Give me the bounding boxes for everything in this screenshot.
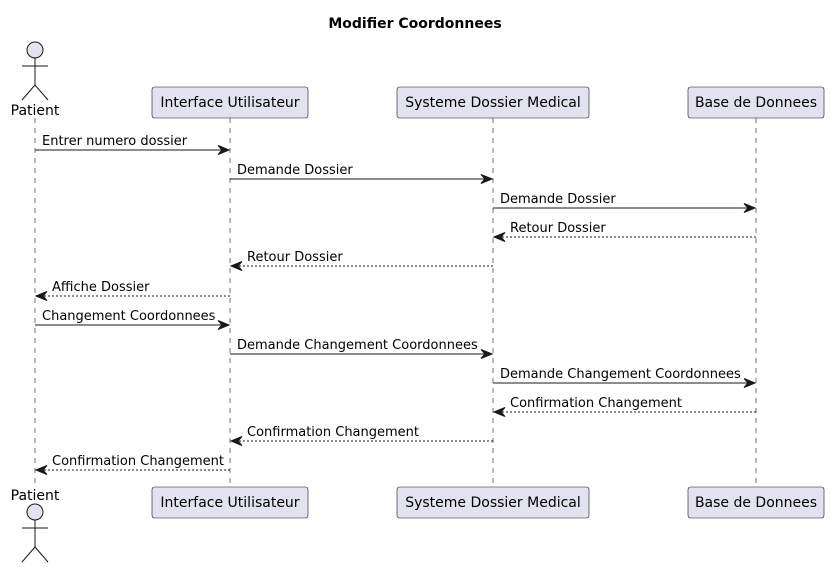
actor-leg-right	[34, 546, 49, 563]
message-arrowhead	[492, 232, 506, 242]
participant-label-db-top: Base de Donnees	[695, 95, 817, 111]
message-label: Confirmation Changement	[247, 425, 419, 440]
message-5: Retour Dossier	[229, 250, 493, 271]
participant-box-ui-top	[151, 86, 309, 119]
message-arrowhead	[480, 349, 494, 359]
message-arrowhead	[229, 261, 243, 271]
message-3: Demande Dossier	[493, 192, 757, 213]
participant-label-sdm-top: Systeme Dossier Medical	[405, 95, 581, 111]
message-2: Demande Dossier	[230, 163, 494, 184]
message-arrowhead	[217, 320, 231, 330]
message-7: Changement Coordonnees	[35, 309, 231, 330]
message-label: Affiche Dossier	[52, 280, 150, 295]
participant-label-sdm-bottom: Systeme Dossier Medical	[405, 495, 581, 511]
message-arrowhead	[480, 174, 494, 184]
message-1: Entrer numero dossier	[35, 134, 231, 155]
actor-label-top: Patient	[11, 103, 60, 119]
participant-box-sdm-bottom	[396, 486, 590, 519]
message-12: Confirmation Changement	[34, 454, 230, 475]
message-11: Confirmation Changement	[229, 425, 493, 446]
message-label: Demande Changement Coordonnees	[237, 338, 478, 353]
participant-label-ui-bottom: Interface Utilisateur	[160, 495, 299, 511]
participant-box-sdm-top	[396, 86, 590, 119]
message-arrowhead	[743, 378, 757, 388]
participant-box-db-bottom	[687, 486, 825, 519]
message-label: Confirmation Changement	[510, 396, 682, 411]
message-label: Confirmation Changement	[52, 454, 224, 469]
actor-head	[26, 41, 44, 59]
message-9: Demande Changement Coordonnees	[493, 367, 757, 388]
actor-leg-left	[21, 84, 36, 101]
message-label: Changement Coordonnees	[42, 309, 216, 324]
message-arrowhead	[492, 407, 506, 417]
message-arrowhead	[34, 465, 48, 475]
message-label: Demande Dossier	[500, 192, 616, 207]
message-arrowhead	[229, 436, 243, 446]
message-arrowhead	[217, 145, 231, 155]
message-8: Demande Changement Coordonnees	[230, 338, 494, 359]
actor-head	[26, 503, 44, 521]
message-arrowhead	[743, 203, 757, 213]
actor-label-bottom: Patient	[11, 488, 60, 504]
participant-label-db-bottom: Base de Donnees	[695, 495, 817, 511]
actor-leg-right	[34, 84, 49, 101]
message-6: Affiche Dossier	[34, 280, 230, 301]
message-label: Retour Dossier	[510, 221, 606, 236]
message-4: Retour Dossier	[492, 221, 756, 242]
actor-figure-top	[21, 41, 49, 101]
participant-label-ui-top: Interface Utilisateur	[160, 95, 299, 111]
actor-figure-bottom	[21, 503, 49, 563]
message-label: Retour Dossier	[247, 250, 343, 265]
message-arrowhead	[34, 291, 48, 301]
participant-box-ui-bottom	[151, 486, 309, 519]
message-label: Demande Dossier	[237, 163, 353, 178]
diagram-title: Modifier Coordonnees	[328, 16, 501, 32]
actor-leg-left	[21, 546, 36, 563]
message-label: Demande Changement Coordonnees	[500, 367, 741, 382]
participant-box-db-top	[687, 86, 825, 119]
message-10: Confirmation Changement	[492, 396, 756, 417]
message-label: Entrer numero dossier	[42, 134, 188, 149]
